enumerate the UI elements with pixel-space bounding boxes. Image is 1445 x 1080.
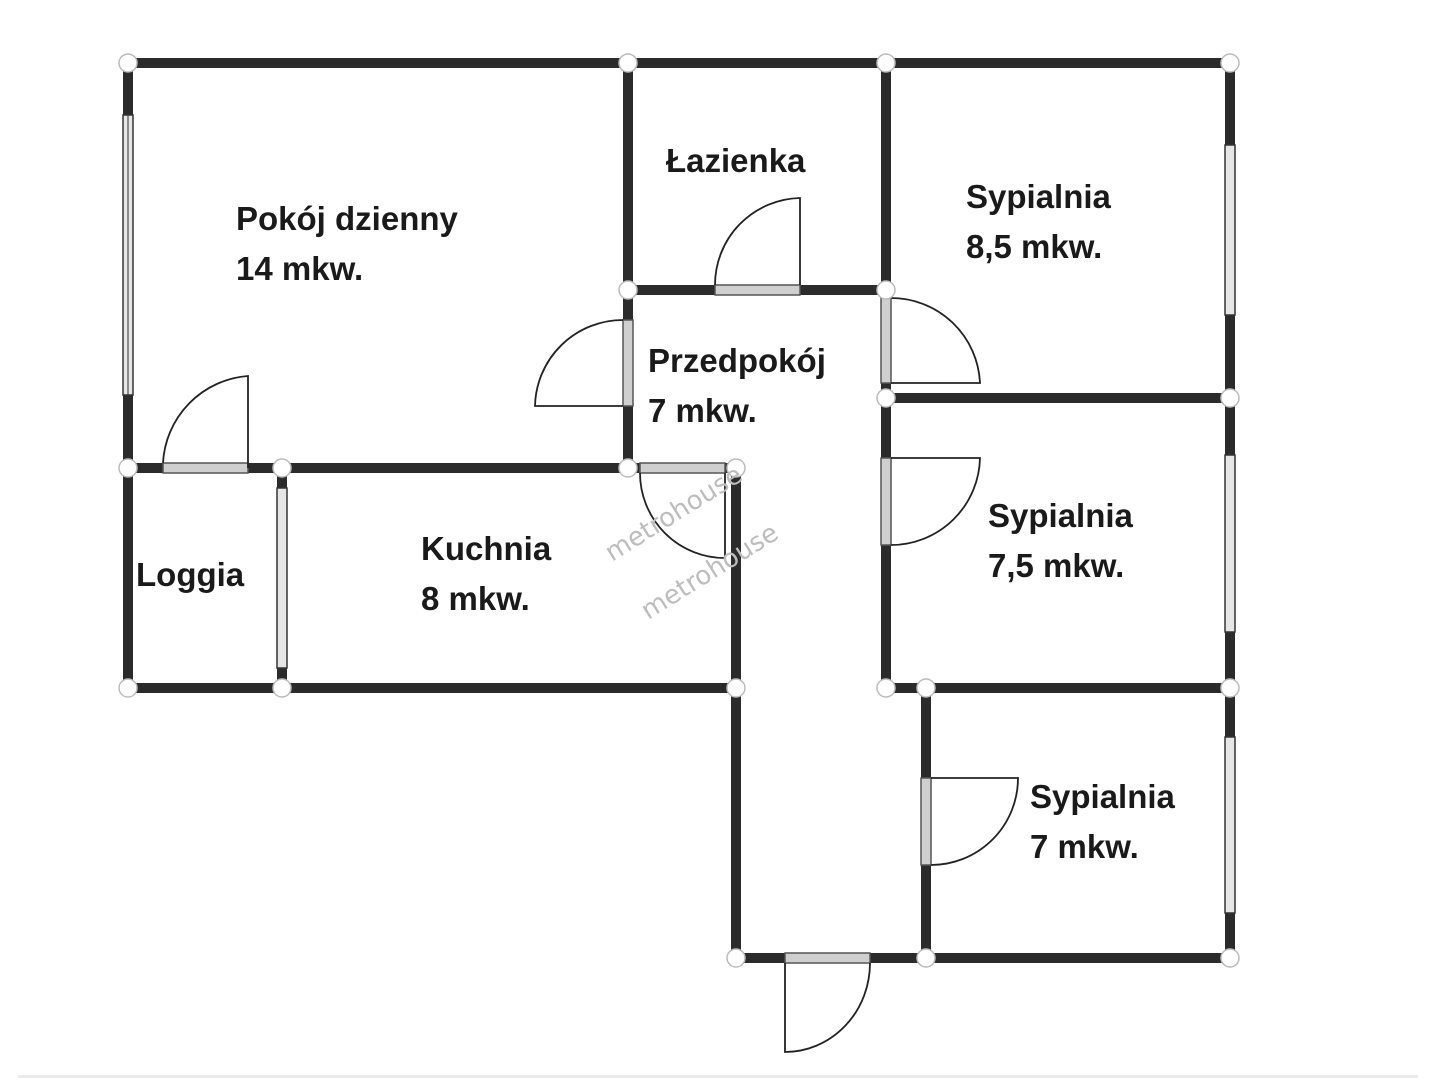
room-name: Kuchnia (421, 530, 552, 567)
door-entrance (784, 952, 871, 964)
door-kitchen (639, 462, 726, 474)
door-living-room (162, 462, 249, 474)
room-area: 14 mkw. (236, 250, 363, 287)
window (1224, 144, 1236, 316)
room-name: Sypialnia (1030, 778, 1176, 815)
room-name: Loggia (136, 556, 245, 593)
room-area: 8,5 mkw. (966, 228, 1102, 265)
door-bathroom (714, 284, 801, 296)
watermark: metrohouse metrohouse (600, 460, 784, 626)
room-name: Łazienka (666, 142, 806, 179)
window (1224, 454, 1236, 633)
room-area: 7,5 mkw. (988, 547, 1124, 584)
bottom-divider (18, 1075, 1418, 1078)
doors (162, 197, 1019, 1053)
room-name: Sypialnia (966, 178, 1112, 215)
room-labels: Pokój dzienny 14 mkw. Łazienka Sypialnia… (136, 142, 1176, 865)
room-area: 7 mkw. (1030, 828, 1139, 865)
room-area: 7 mkw. (648, 392, 757, 429)
door-bedroom-2 (880, 457, 892, 546)
window (276, 487, 288, 669)
door-bedroom-1 (880, 297, 892, 384)
windows (122, 114, 1236, 914)
wall-nodes (118, 53, 1240, 968)
room-name: Sypialnia (988, 497, 1134, 534)
door-hall-left (622, 319, 634, 407)
room-name: Pokój dzienny (236, 200, 459, 237)
room-area: 8 mkw. (421, 580, 530, 617)
room-name: Przedpokój (648, 342, 826, 379)
door-bedroom-3 (920, 777, 932, 866)
window (1224, 736, 1236, 914)
